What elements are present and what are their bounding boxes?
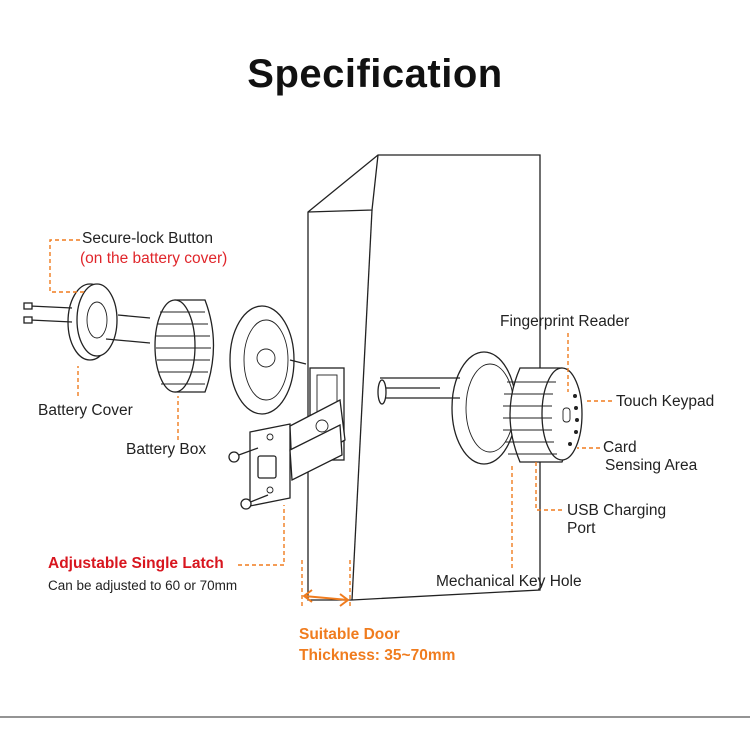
label-secure-lock-button: Secure-lock Button bbox=[82, 230, 213, 247]
label-usb-line1: USB Charging bbox=[567, 502, 667, 519]
exterior-knob-illustration bbox=[503, 367, 583, 463]
label-card-line2: Sensing Area bbox=[605, 457, 698, 474]
callout-lines bbox=[49, 239, 612, 606]
door-thickness-arrow bbox=[302, 589, 350, 607]
label-door-thickness-line2: Thickness: 35~70mm bbox=[299, 647, 456, 664]
label-card-line1: Card bbox=[603, 439, 637, 456]
label-secure-lock-note: (on the battery cover) bbox=[80, 250, 228, 267]
label-mechanical-key-hole: Mechanical Key Hole bbox=[436, 573, 582, 590]
battery-box-illustration bbox=[154, 299, 215, 393]
label-door-thickness-line1: Suitable Door bbox=[299, 626, 400, 643]
label-touch-keypad: Touch Keypad bbox=[616, 393, 715, 410]
latch-screw-bottom bbox=[240, 494, 269, 510]
label-usb-line2: Port bbox=[567, 520, 596, 537]
label-latch-note: Can be adjusted to 60 or 70mm bbox=[48, 578, 238, 593]
latch-screw-top bbox=[228, 447, 259, 463]
battery-cover-illustration bbox=[23, 283, 151, 361]
latch-illustration bbox=[228, 398, 346, 510]
label-fingerprint-reader: Fingerprint Reader bbox=[500, 313, 630, 330]
keypad-dots bbox=[568, 394, 579, 446]
page-title: Specification bbox=[247, 52, 503, 96]
label-adjustable-latch: Adjustable Single Latch bbox=[48, 555, 224, 572]
interior-rose-illustration bbox=[229, 305, 307, 415]
label-battery-box: Battery Box bbox=[126, 441, 207, 458]
label-battery-cover: Battery Cover bbox=[38, 402, 133, 419]
